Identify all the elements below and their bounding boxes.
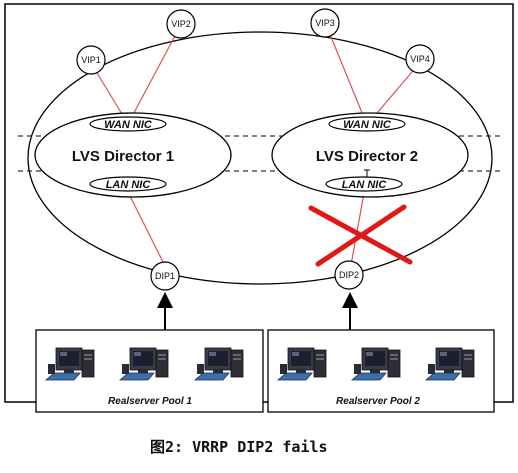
server-computer-icon <box>44 347 95 381</box>
server-icons <box>44 347 475 381</box>
director-1-ellipse <box>34 112 232 198</box>
vip1-node <box>76 45 106 75</box>
vip3-label: VIP3 <box>315 18 335 28</box>
vip2-label: VIP2 <box>171 19 191 29</box>
server-computer-icon <box>118 347 169 381</box>
director-1-lan-nic <box>89 176 167 192</box>
link-vip2-wan1 <box>127 33 177 125</box>
director-1-wan-nic <box>89 116 167 132</box>
pool-2-label: Realserver Pool 2 <box>336 396 420 407</box>
pool-1-label: Realserver Pool 1 <box>108 396 192 407</box>
figure-caption: 图2: VRRP DIP2 fails <box>150 438 328 456</box>
link-lan2-dip2 <box>350 192 365 266</box>
vip1-label: VIP1 <box>81 55 101 65</box>
dip1-label: DIP1 <box>155 271 175 281</box>
link-lan1-dip1 <box>127 191 166 267</box>
director-2-ellipse <box>271 112 469 198</box>
vip4-label: VIP4 <box>410 54 430 64</box>
vip2-node <box>166 9 196 39</box>
dip1-node <box>150 261 180 291</box>
director-1-name: LVS Director 1 <box>72 148 174 165</box>
network-outer-ring <box>27 31 493 285</box>
dip2-label: DIP2 <box>339 270 359 280</box>
director-2-wan-nic <box>328 116 406 132</box>
server-computer-icon <box>350 347 401 381</box>
director-2-name: LVS Director 2 <box>316 148 418 165</box>
dip2-node <box>334 260 364 290</box>
vip3-node <box>310 8 340 38</box>
vip4-node <box>405 44 435 74</box>
server-computer-icon <box>424 347 475 381</box>
server-computer-icon <box>193 347 244 381</box>
director-2-lan-label: LAN NIC <box>342 179 388 191</box>
director-2-lan-nic <box>325 176 403 192</box>
director-2-wan-label: WAN NIC <box>343 119 392 131</box>
failure-x-icon <box>308 204 413 267</box>
server-computer-icon <box>276 347 327 381</box>
link-vip3-wan2 <box>328 31 368 126</box>
director-1-wan-label: WAN NIC <box>104 119 153 131</box>
director-1-lan-label: LAN NIC <box>106 179 152 191</box>
